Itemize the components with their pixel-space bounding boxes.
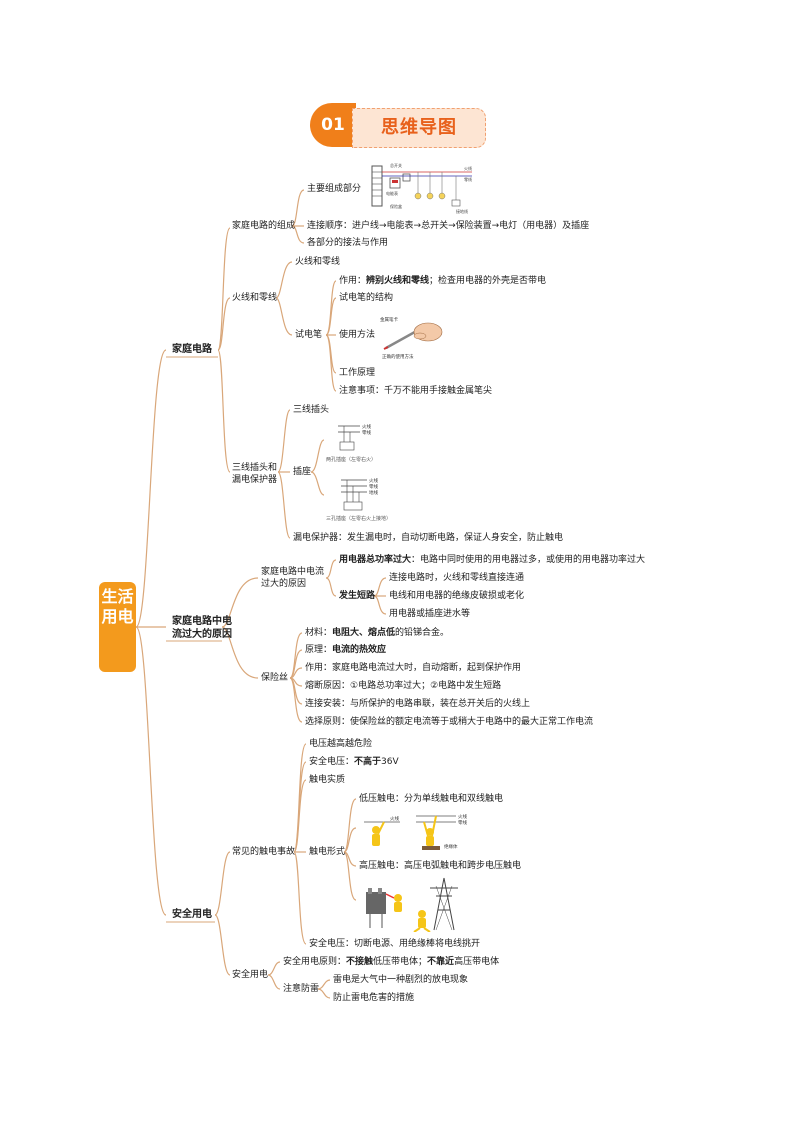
branch-safety: 安全用电 bbox=[172, 909, 212, 920]
node-short-item: 连接电路时，火线和零线直接连通 bbox=[389, 573, 525, 583]
node-overload: 用电器总功率过大：电路中同时使用的用电器过多，或使用的用电器功率过大 bbox=[339, 555, 646, 565]
node-pen-usage: 使用方法 bbox=[339, 330, 376, 340]
node-pen-note: 注意事项：千万不能用手接触金属笔尖 bbox=[339, 386, 493, 396]
node-short-item: 电线和用电器的绝缘皮破损或老化 bbox=[389, 591, 525, 601]
node-shock-forms: 触电形式 bbox=[309, 847, 346, 857]
fig-label: 火线 bbox=[369, 477, 378, 484]
fig-label: 地线 bbox=[369, 489, 378, 496]
node-rescue: 安全电压：切断电源、用绝缘棒将电线挑开 bbox=[309, 939, 481, 949]
node-short-circuit: 发生短路 bbox=[339, 591, 376, 601]
node-fuse-material: 材料：电阻大、熔点低的铅锑合金。 bbox=[305, 628, 450, 638]
two-hole-socket-figure: 火线 零线 bbox=[338, 423, 371, 451]
root-node: 生活用电 bbox=[99, 582, 136, 672]
node-shock-accidents: 常见的触电事故 bbox=[232, 847, 296, 857]
fig-label: 总开关 bbox=[390, 162, 402, 168]
node-voltage-danger: 电压越高越危险 bbox=[309, 739, 373, 749]
node-socket-breaker: 三线插头和漏电保护器 bbox=[232, 463, 278, 485]
node-part-methods: 各部分的接法与作用 bbox=[307, 238, 389, 248]
node-pen-function: 作用：辨别火线和零线；检查用电器的外壳是否带电 bbox=[339, 276, 547, 286]
two-hole-caption: 两孔插座（左零右火） bbox=[326, 457, 377, 463]
fig-label: 金属笔卡 bbox=[380, 316, 398, 323]
fig-label: 零线 bbox=[362, 429, 371, 436]
fig-label: 零线 bbox=[464, 176, 472, 182]
node-fuse: 保险丝 bbox=[261, 673, 289, 683]
node-fuse-install: 连接安装：与所保护的电路串联，装在总开关后的火线上 bbox=[305, 699, 531, 709]
node-lightning-item: 防止雷电危害的措施 bbox=[333, 993, 415, 1003]
fig-label: 绝缘体 bbox=[444, 843, 458, 850]
test-pen-figure: 金属笔卡 正确的使用方法 bbox=[380, 316, 443, 360]
fig-label: 电能表 bbox=[386, 190, 398, 196]
node-low-voltage-shock: 低压触电：分为单线触电和双线触电 bbox=[359, 794, 504, 804]
fig-label: 零线 bbox=[369, 483, 378, 490]
fig-label: 火线 bbox=[458, 813, 467, 820]
node-safety-principle: 安全用电原则：不接触低压带电体；不靠近高压带电体 bbox=[283, 957, 500, 967]
node-fuse-reason: 熔断原因：①电路总功率过大；②电路中发生短路 bbox=[305, 681, 502, 691]
node-fuse-function: 作用：家庭电路电流过大时，自动熔断，起到保护作用 bbox=[305, 663, 522, 673]
node-lightning: 注意防雷 bbox=[283, 984, 320, 994]
node-test-pen: 试电笔 bbox=[295, 330, 323, 340]
fig-label: 接地线 bbox=[456, 208, 468, 214]
three-hole-socket-figure: 火线 零线 地线 bbox=[341, 477, 378, 511]
node-short-item: 用电器或插座进水等 bbox=[389, 609, 471, 619]
fig-label: 火线 bbox=[464, 165, 472, 171]
three-hole-caption: 三孔插座（左零右火上接地） bbox=[326, 516, 392, 522]
node-lightning-item: 雷电是大气中一种剧烈的放电现象 bbox=[333, 975, 469, 985]
node-live-neutral-sub: 火线和零线 bbox=[295, 257, 341, 267]
node-overcurrent-causes: 家庭电路中电流过大的原因 bbox=[261, 567, 325, 589]
node-three-plug: 三线插头 bbox=[293, 405, 330, 415]
node-high-voltage-shock: 高压触电：高压电弧触电和跨步电压触电 bbox=[359, 861, 522, 871]
node-fuse-principle: 原理：电流的热效应 bbox=[305, 645, 387, 655]
node-fuse-choose: 选择原则：使保险丝的额定电流等于或稍大于电路中的最大正常工作电流 bbox=[305, 717, 594, 727]
section-title: 思维导图 bbox=[352, 108, 486, 148]
node-circuit-composition: 家庭电路的组成 bbox=[232, 221, 296, 231]
node-shock-essence: 触电实质 bbox=[309, 775, 346, 785]
fig-label: 保险盒 bbox=[390, 203, 402, 209]
node-safe-voltage: 安全电压：不高于36V bbox=[309, 757, 399, 767]
fig-label: 零线 bbox=[458, 819, 467, 826]
node-safe-electricity: 安全用电 bbox=[232, 970, 269, 980]
fig-label: 正确的使用方法 bbox=[382, 353, 414, 360]
node-breaker: 漏电保护器：发生漏电时，自动切断电路，保证人身安全，防止触电 bbox=[293, 533, 564, 543]
fig-label: 火线 bbox=[362, 423, 371, 430]
node-connection-order: 连接顺序：进户线→电能表→总开关→保险装置→电灯（用电器）及插座 bbox=[307, 221, 590, 231]
node-socket: 插座 bbox=[293, 467, 312, 477]
node-pen-principle: 工作原理 bbox=[339, 368, 376, 378]
branch-home-circuit: 家庭电路 bbox=[172, 344, 212, 355]
node-live-neutral: 火线和零线 bbox=[232, 293, 278, 303]
home-circuit-figure: 总开关 电能表 保险盒 火线 零线 接地线 bbox=[371, 162, 472, 214]
section-number: 01 bbox=[310, 103, 356, 147]
branch-overcurrent: 家庭电路中电流过大的原因 bbox=[172, 616, 232, 640]
fig-label: 火线 bbox=[390, 815, 399, 822]
low-voltage-shock-figure: 火线 火线 零线 绝缘体 bbox=[364, 813, 467, 850]
node-main-parts: 主要组成部分 bbox=[307, 184, 362, 194]
node-pen-structure: 试电笔的结构 bbox=[339, 293, 394, 303]
high-voltage-shock-figure bbox=[366, 877, 458, 932]
